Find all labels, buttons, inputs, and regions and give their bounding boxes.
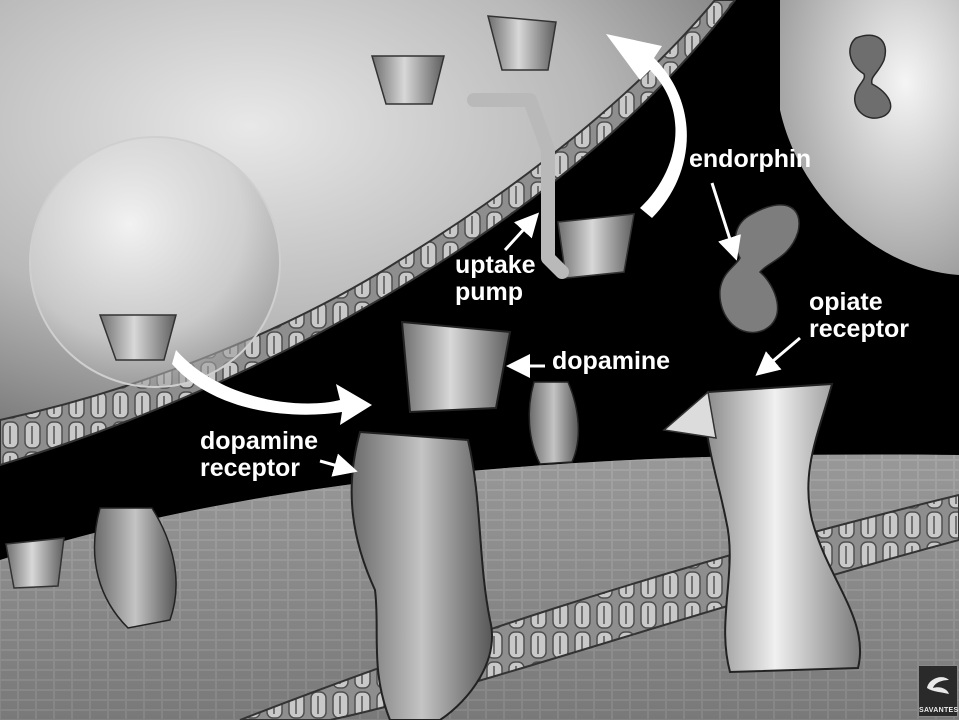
endorphin-label-text: endorphin [689,146,811,173]
uptake-pump-label: uptake pump [455,252,536,306]
opiate-receptor-notch [664,392,716,438]
dopamine-receptor-label-line1: dopamine [200,428,318,455]
dopamine-label-text: dopamine [552,348,670,375]
dopamine-receptor-label-line2: receptor [200,455,318,482]
brand-logo: SAVANTES [918,665,958,717]
dopamine-receptor-label: dopamine receptor [200,428,318,482]
opiate-receptor-label-line2: receptor [809,316,909,343]
dopamine-molecule [402,322,510,412]
opiate-receptor-label: opiate receptor [809,289,909,343]
uptake-pointer [505,217,535,250]
dopamine-molecule [558,214,634,278]
endorphin-pointer [712,183,735,255]
uptake-pump-label-line2: pump [455,279,536,306]
opiate-receptor-label-line1: opiate [809,289,909,316]
opiate-pointer [760,338,800,372]
dopamine-molecule [6,538,64,588]
dopamine-receptor [529,382,578,464]
dopamine-receptor-pointer [320,461,352,470]
dopamine-label: dopamine [552,348,670,375]
endorphin-label: endorphin [689,146,811,173]
endorphin-molecule [720,205,799,333]
logo-text: SAVANTES [919,707,957,714]
logo-mark-icon [919,666,957,704]
uptake-pump-label-line1: uptake [455,252,536,279]
